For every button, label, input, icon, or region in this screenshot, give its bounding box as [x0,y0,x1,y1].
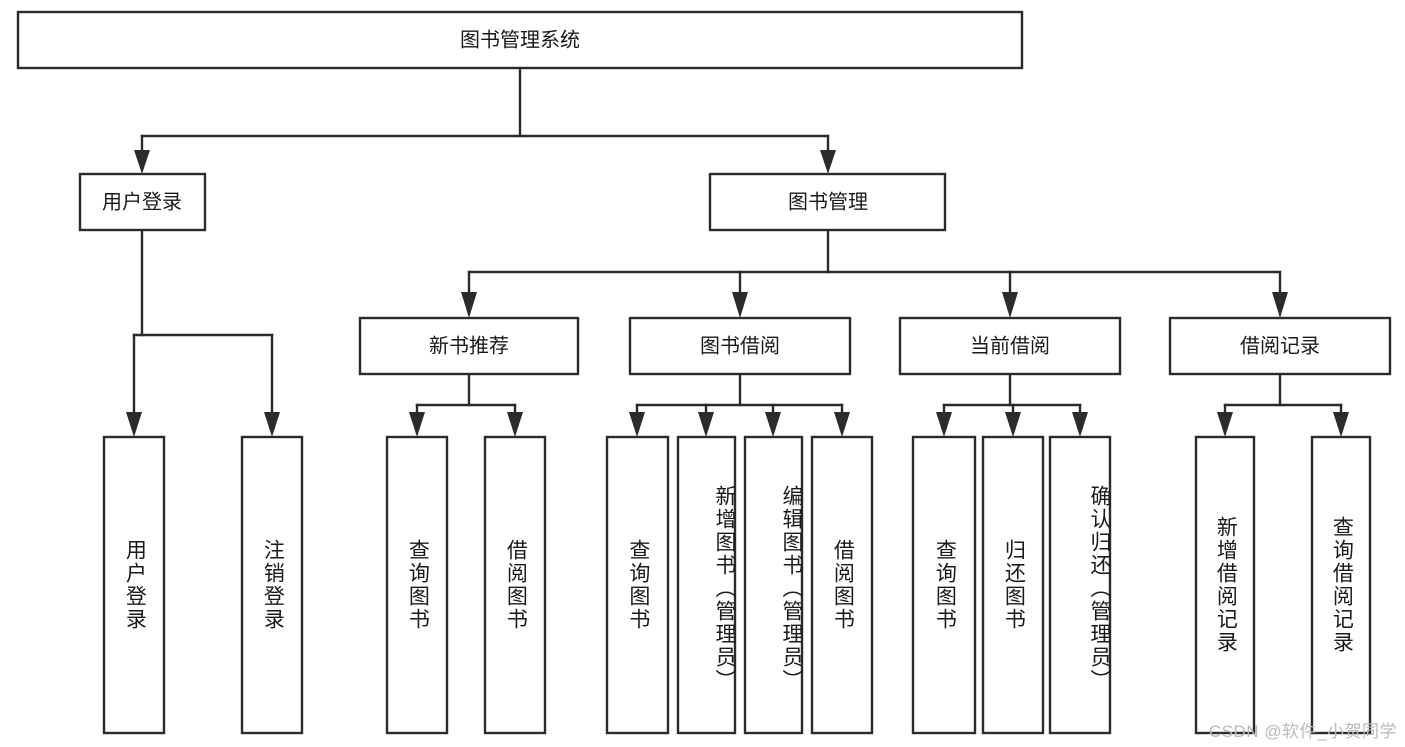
leaf-box-cu-query-book[interactable] [911,435,977,735]
node-root-label: 图书管理系统 [460,28,580,51]
leaf-box-bo-query-book[interactable] [605,435,670,735]
node-new-book-recommend-box[interactable] [358,316,580,376]
arrow-nb-leaf-2 [507,412,523,437]
arrow-re-leaf-1 [1217,412,1233,437]
leaf-box-nb-borrow-book[interactable] [483,435,547,735]
node-borrow-record-box[interactable] [1168,316,1392,376]
arrow-bm-to-new-book [461,292,477,318]
node-user-login-box[interactable] [78,172,207,232]
leaf-box-bo-borrow-book[interactable] [810,435,874,735]
node-current-borrow-label: 当前借阅 [970,334,1050,357]
node-user-login-label: 用户登录 [102,190,182,213]
node-current-borrow[interactable]: 当前借阅 [898,316,1122,376]
node-user-login[interactable]: 用户登录 [78,172,207,232]
node-root-box[interactable] [16,10,1024,70]
leaf-box-bo-add-book[interactable] [676,435,737,735]
node-root[interactable]: 图书管理系统 [16,10,1024,70]
arrow-bo-leaf-4 [834,412,850,437]
arrow-cu-leaf-1 [936,412,952,437]
arrow-nb-leaf-1 [409,412,425,437]
leaf-box-bo-edit-book[interactable] [743,435,804,735]
connectors-group [126,66,1349,437]
leaf-box-re-query-record[interactable] [1310,435,1372,735]
csdn-watermark: CSDN @软件_小贺同学 [1208,722,1397,741]
arrow-user-login-leaf-1 [126,412,142,437]
leaf-box-nb-query-book[interactable] [385,435,449,735]
node-book-management[interactable]: 图书管理 [708,172,947,232]
arrow-bo-leaf-3 [765,412,781,437]
node-book-borrow-label: 图书借阅 [700,334,780,357]
arrow-bm-to-borrow [732,292,748,318]
arrow-bo-leaf-2 [698,412,714,437]
node-borrow-record[interactable]: 借阅记录 [1168,316,1392,376]
leaf-box-cu-return-book[interactable] [981,435,1045,735]
leaf-boxes-group [102,435,1372,735]
node-book-management-box[interactable] [708,172,947,232]
arrow-re-leaf-2 [1333,412,1349,437]
node-book-management-label: 图书管理 [788,190,868,213]
leaf-box-logout[interactable] [240,435,304,735]
leaf-box-re-add-record[interactable] [1194,435,1256,735]
arrow-bm-to-record [1272,292,1288,318]
node-book-borrow-box[interactable] [628,316,852,376]
arrow-cu-leaf-3 [1072,412,1088,437]
arrow-bm-to-current [1002,292,1018,318]
arrow-cu-leaf-2 [1005,412,1021,437]
leaf-box-user-login[interactable] [102,435,166,735]
node-borrow-record-label: 借阅记录 [1240,334,1320,357]
arrow-user-login-leaf-2 [264,412,280,437]
node-new-book-recommend-label: 新书推荐 [429,334,509,357]
node-new-book-recommend[interactable]: 新书推荐 [358,316,580,376]
leaf-box-cu-confirm-return[interactable] [1048,435,1112,735]
arrow-root-to-user-login [134,150,150,174]
node-current-borrow-box[interactable] [898,316,1122,376]
arrow-bo-leaf-1 [629,412,645,437]
node-book-borrow[interactable]: 图书借阅 [628,316,852,376]
arrow-root-to-book-mgmt [820,150,836,174]
